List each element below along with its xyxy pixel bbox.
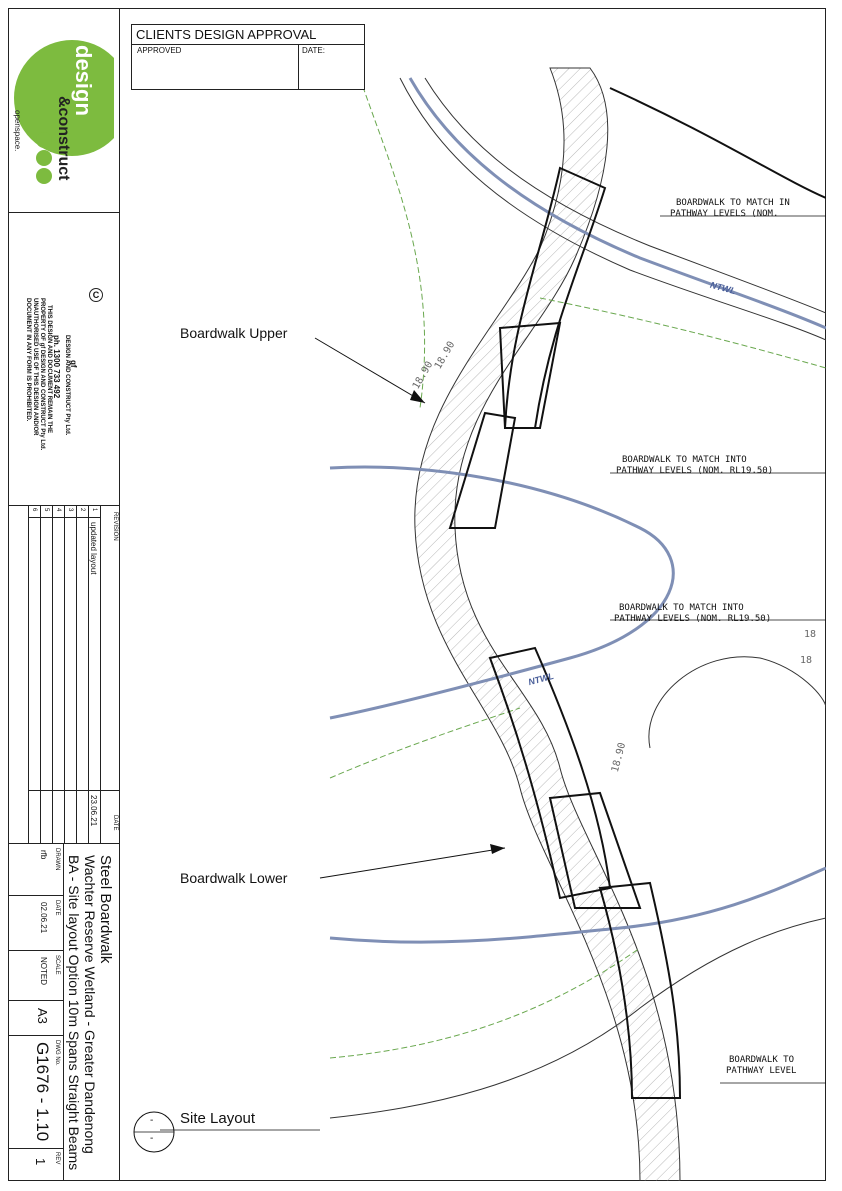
drawn-label: DRAWN bbox=[54, 848, 60, 871]
company-legal: DESIGN AND CONSTRUCT Pty Ltd. bbox=[64, 335, 70, 436]
vegetation-strip bbox=[359, 77, 426, 409]
titlefield-line bbox=[8, 1148, 63, 1149]
revision-date-header: DATE bbox=[112, 815, 118, 831]
revision-row-line bbox=[28, 790, 120, 791]
titlefield-line bbox=[8, 950, 63, 951]
revision-column-line bbox=[52, 505, 53, 843]
callout-dash: - bbox=[150, 1133, 154, 1144]
water-channel bbox=[408, 77, 826, 330]
vegetation-strip bbox=[329, 947, 641, 1059]
revision-number: 4 bbox=[55, 508, 61, 512]
revision-description: updated layout bbox=[89, 522, 98, 575]
date-value: 02.06.21 bbox=[39, 902, 48, 934]
logo-text-openspace: openspace. bbox=[13, 110, 22, 152]
revision-column-line bbox=[100, 505, 101, 843]
site-plan-drawing bbox=[133, 67, 826, 1181]
ownership-notice-3: UNAUTHORISED USE OF THIS DESIGN AND/OR bbox=[32, 298, 38, 436]
sheet-title: BA - Site layout Option 10m Spans Straig… bbox=[66, 855, 82, 1171]
company-phone: ph. 1300 733 492 bbox=[52, 335, 61, 399]
contour-edge-label: 18 bbox=[804, 629, 817, 640]
revision-number: 2 bbox=[79, 508, 85, 512]
boardwalk-lower-label: Boardwalk Lower bbox=[180, 870, 288, 886]
title-divider bbox=[8, 843, 120, 844]
ownership-notice-4: DOCUMENT IN ANY FORM IS PROHIBITED. bbox=[25, 298, 31, 422]
revision-number: 5 bbox=[43, 508, 49, 512]
client-approval-box: CLIENTS DESIGN APPROVAL APPROVED DATE: bbox=[131, 24, 365, 90]
vegetation-strip bbox=[329, 707, 521, 779]
revision-column-line bbox=[40, 505, 41, 843]
rev-value: 1 bbox=[33, 1158, 48, 1166]
approval-divider bbox=[298, 44, 299, 90]
copyright-icon: C bbox=[89, 288, 103, 302]
revision-column-line bbox=[28, 505, 29, 843]
project-title: Steel Boardwalk bbox=[97, 855, 114, 964]
titlefield-line bbox=[63, 843, 64, 1181]
dwg-label: DWG No. bbox=[54, 1040, 60, 1066]
date-label: DATE bbox=[54, 900, 60, 916]
note-bottom-line1: BOARDWALK TO bbox=[729, 1055, 795, 1065]
revision-number: 1 bbox=[91, 508, 97, 512]
scale-value: NOTED bbox=[39, 957, 48, 985]
callout-dash: - bbox=[150, 1115, 154, 1126]
approval-divider bbox=[132, 44, 364, 45]
company-logo bbox=[14, 18, 130, 204]
ownership-notice-2: PROPERTY OF gf DESIGN AND CONSTRUCT Pty … bbox=[39, 298, 45, 451]
note-upper-line1: BOARDWALK TO MATCH INTO bbox=[622, 455, 747, 465]
revision-column-line bbox=[88, 505, 89, 843]
revision-number: 3 bbox=[67, 508, 73, 512]
revision-column-line bbox=[64, 505, 65, 843]
note-top-line2: PATHWAY LEVELS (NOM. bbox=[670, 209, 779, 219]
scale-label: SCALE bbox=[54, 955, 60, 975]
logo-text-construct: &construct bbox=[55, 96, 72, 181]
note-upper-line2: PATHWAY LEVELS (NOM. RL19.50) bbox=[616, 466, 774, 476]
revision-row-line bbox=[28, 517, 100, 518]
water-channel bbox=[329, 465, 675, 720]
revision-column-line bbox=[76, 505, 77, 843]
ownership-notice-1: THIS DESIGN AND DOCUMENT REMAIN THE bbox=[46, 305, 52, 434]
rev-label: REV bbox=[54, 1152, 60, 1165]
pathway bbox=[414, 67, 681, 1181]
title-block-column bbox=[8, 8, 120, 1181]
note-lower-line2: PATHWAY LEVELS (NOM. RL19.50) bbox=[614, 614, 772, 624]
note-top-line1: BOARDWALK TO MATCH IN bbox=[676, 198, 790, 208]
approval-title: CLIENTS DESIGN APPROVAL bbox=[136, 27, 317, 42]
vegetation-strip bbox=[539, 297, 826, 369]
title-divider bbox=[8, 212, 120, 213]
titlefield-line bbox=[8, 895, 63, 896]
drawn-value: rfb bbox=[39, 850, 48, 860]
sheet-frame bbox=[8, 8, 826, 1181]
site-layout-title: Site Layout bbox=[180, 1110, 256, 1127]
project-subtitle: Wachter Reserve Wetland - Greater Danden… bbox=[82, 855, 98, 1154]
revision-date: 23.06.21 bbox=[89, 795, 98, 827]
approved-field[interactable]: APPROVED bbox=[137, 46, 182, 55]
contour-edge-label: 18 bbox=[800, 655, 813, 666]
titlefield-line bbox=[8, 1000, 63, 1001]
note-lower-line1: BOARDWALK TO MATCH INTO bbox=[619, 603, 744, 613]
logo-text-design: design bbox=[71, 45, 96, 116]
note-bottom-line2: PATHWAY LEVEL bbox=[726, 1066, 797, 1076]
drawing-number: G1676 - 1.10 bbox=[33, 1042, 52, 1142]
boardwalk-upper-label: Boardwalk Upper bbox=[180, 325, 288, 341]
revision-number: 6 bbox=[31, 508, 37, 512]
company-name: gf bbox=[69, 360, 78, 368]
titlefield-line bbox=[8, 1035, 63, 1036]
approval-date-field[interactable]: DATE: bbox=[302, 46, 325, 55]
revision-header: REVISION bbox=[112, 512, 118, 541]
paper-size: A3 bbox=[35, 1008, 50, 1024]
